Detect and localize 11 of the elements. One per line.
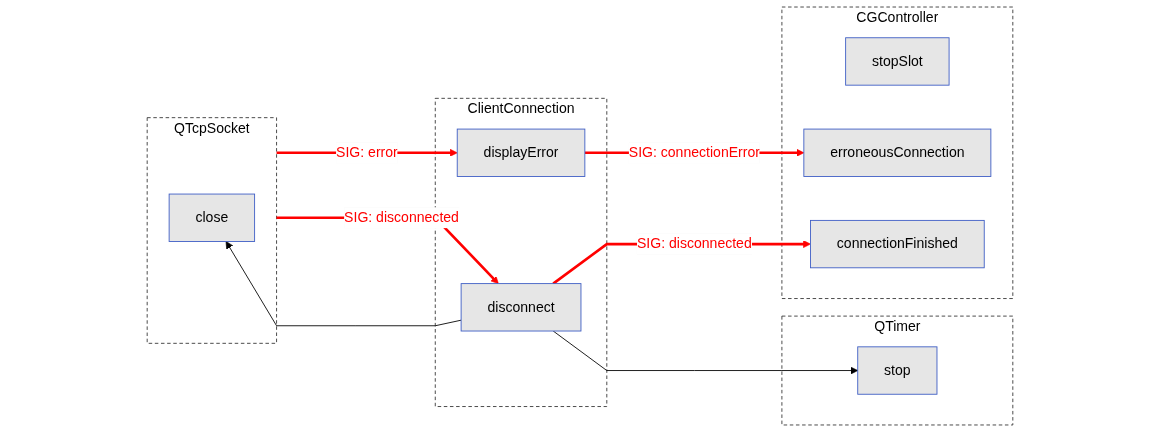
node-box: close bbox=[168, 193, 256, 242]
node-box: displayError bbox=[456, 128, 586, 177]
node-box: erroneousConnection bbox=[803, 128, 992, 177]
edge-label: SIG: disconnected bbox=[344, 209, 459, 225]
edge-label: SIG: error bbox=[336, 144, 398, 160]
node-box: stopSlot bbox=[845, 37, 950, 86]
edge-label: SIG: disconnected bbox=[636, 236, 752, 252]
node-box: connectionFinished bbox=[810, 219, 985, 269]
node-box: stop bbox=[857, 346, 938, 395]
edge-label: SIG: connectionError bbox=[628, 144, 760, 160]
node-box: disconnect bbox=[460, 283, 582, 332]
